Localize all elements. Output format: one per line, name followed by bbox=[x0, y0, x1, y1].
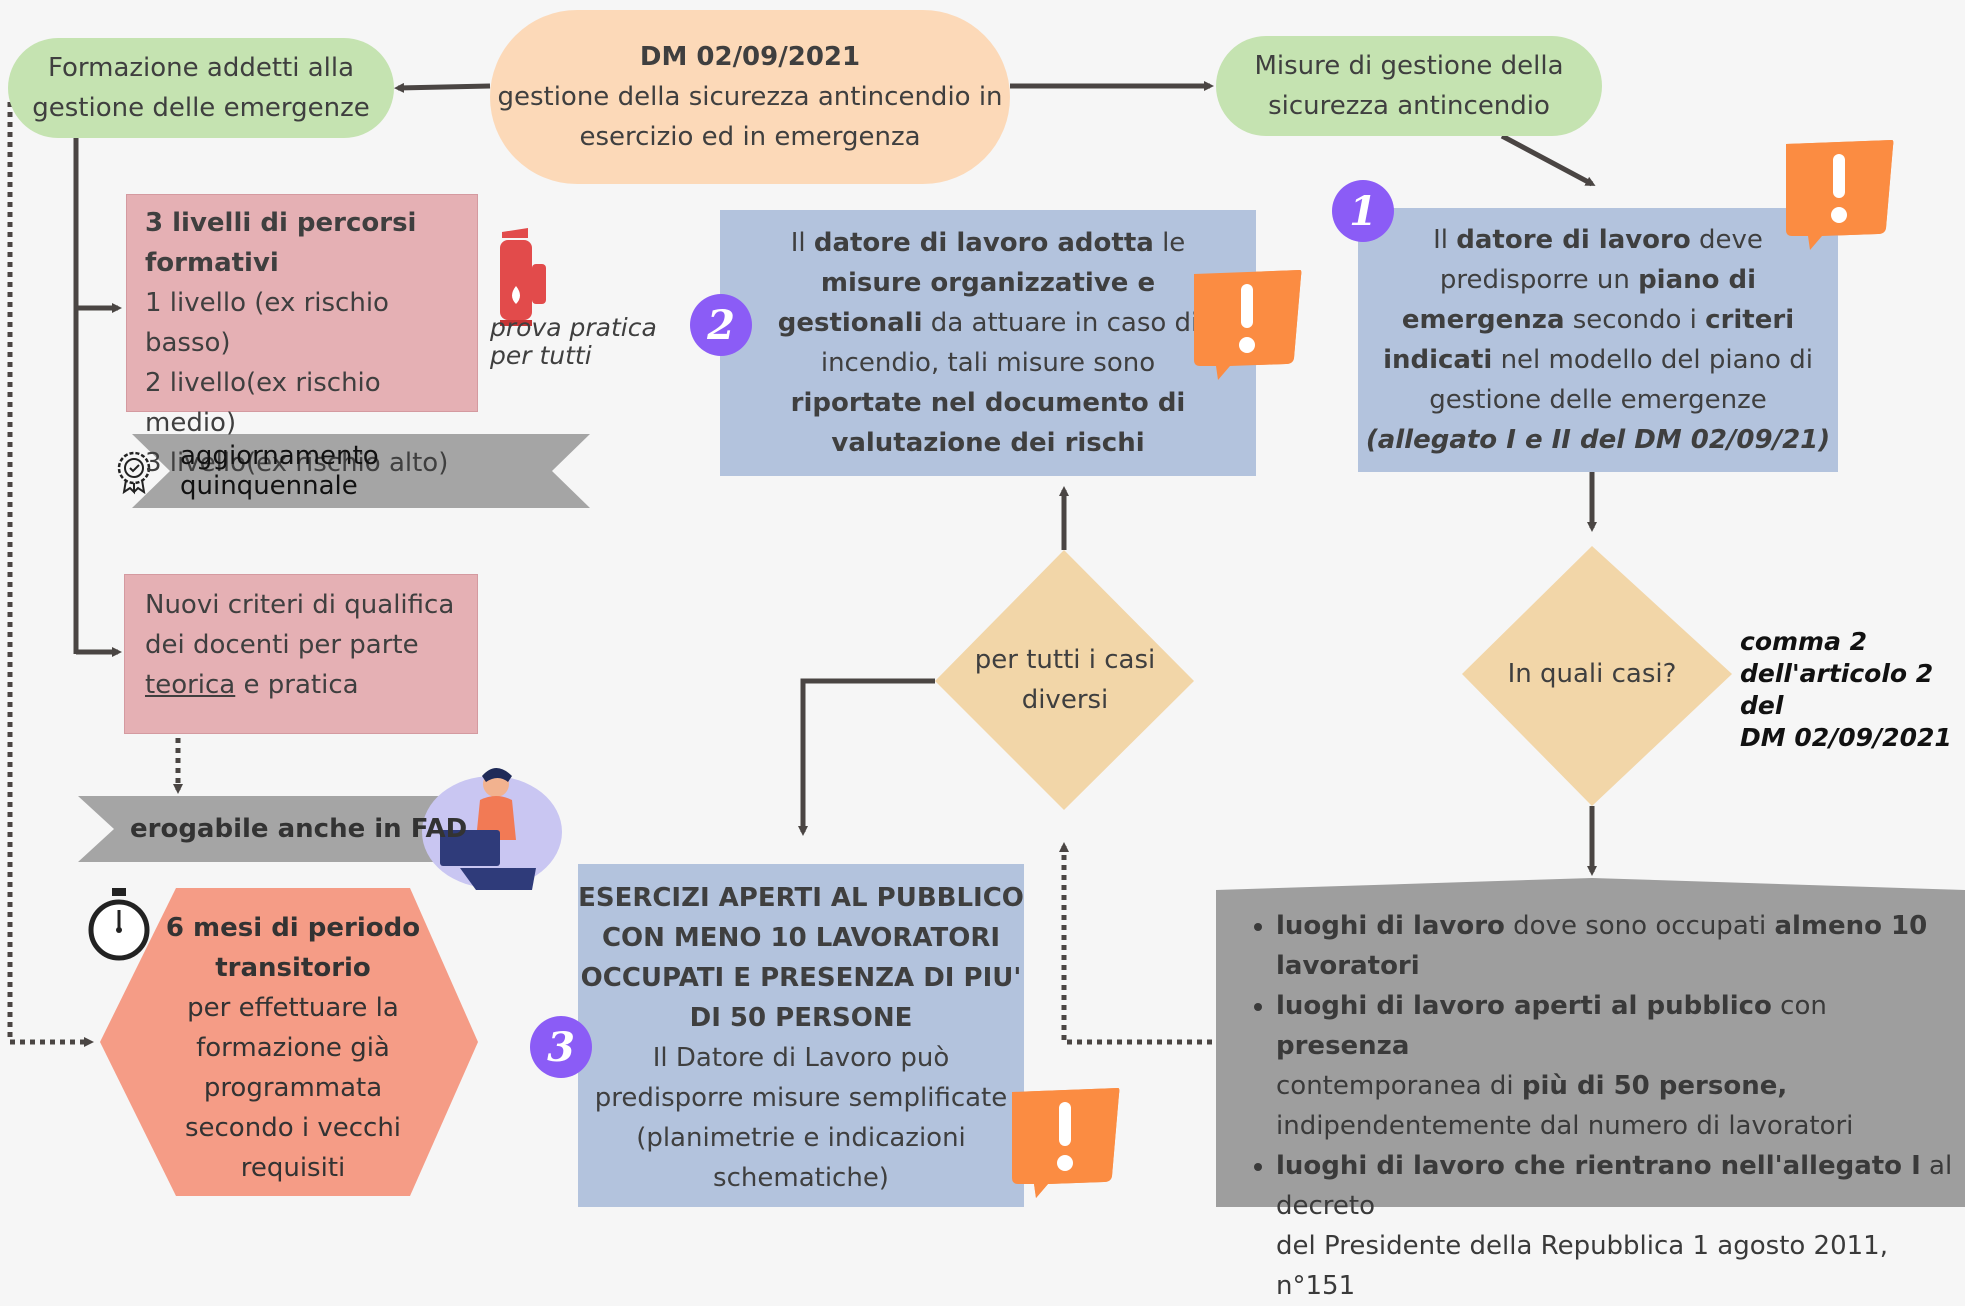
box3-line: predisporre misure semplificate bbox=[594, 1083, 1008, 1113]
box1-line6: (allegato I e II del DM 02/09/21) bbox=[1365, 425, 1831, 455]
measures-line2: sicurezza antincendio bbox=[1268, 91, 1550, 121]
transition-line: secondo i vecchi bbox=[184, 1113, 402, 1143]
box3-line: schematiche) bbox=[713, 1163, 889, 1193]
list-item: luoghi di lavoro che rientrano nell'alle… bbox=[1276, 1146, 1965, 1306]
decree-title: DM 02/09/2021 bbox=[639, 42, 861, 72]
box2-line1: Il datore di lavoro adotta le bbox=[790, 228, 1186, 258]
transition-bold1: 6 mesi di periodo bbox=[165, 913, 421, 943]
gray-box-shape bbox=[1216, 878, 1965, 1207]
box-emergency-plan: Il datore di lavoro deve predisporre un … bbox=[1358, 208, 1838, 472]
step-2-badge: 2 bbox=[690, 294, 752, 356]
box1-line5: gestione delle emergenze bbox=[1429, 385, 1767, 415]
fad-ribbon: erogabile anche in FAD bbox=[130, 796, 467, 862]
workplaces-list: luoghi di lavoro dove sono occupati alme… bbox=[1216, 906, 1965, 1306]
transition-line: programmata bbox=[203, 1073, 383, 1103]
box3-line: (planimetrie e indicazioni bbox=[636, 1123, 966, 1153]
levels-title2: formativi bbox=[145, 248, 279, 278]
diamond-center-shape bbox=[935, 550, 1194, 810]
certificate-icon bbox=[117, 451, 151, 495]
alert-icon bbox=[1012, 1088, 1120, 1198]
measures-line1: Misure di gestione della bbox=[1254, 51, 1564, 81]
teachers-line2: dei docenti per parte bbox=[145, 630, 419, 660]
transition-line: per effettuare la bbox=[187, 993, 399, 1023]
diamond-center-line1: per tutti i casi bbox=[974, 645, 1156, 675]
diamond-center-line2: diversi bbox=[1021, 685, 1109, 715]
teachers-line1: Nuovi criteri di qualifica bbox=[145, 590, 455, 620]
fad-ribbon-label: erogabile anche in FAD bbox=[130, 814, 468, 844]
box-simplified-measures: ESERCIZI APERTI AL PUBBLICO CON MENO 10 … bbox=[578, 864, 1024, 1207]
ribbon-fad-shape bbox=[78, 796, 500, 862]
box-organizational-measures: Il datore di lavoro adotta le misure org… bbox=[720, 210, 1256, 476]
diamond-right-shape bbox=[1462, 546, 1732, 806]
step-3-badge: 3 bbox=[530, 1016, 592, 1078]
level-item: 3 livello(ex rischio alto) bbox=[145, 448, 449, 478]
arrow-to-box1 bbox=[1500, 133, 1596, 187]
transition-bold2: transitorio bbox=[215, 953, 371, 983]
teachers-rest: e pratica bbox=[235, 670, 359, 700]
practical-note-line2: per tutti bbox=[490, 341, 592, 370]
box1-line3: emergenza secondo i criteri bbox=[1401, 305, 1795, 335]
workplaces-list-box: luoghi di lavoro dove sono occupati alme… bbox=[1216, 906, 1965, 1301]
comma-note-line1: comma 2 bbox=[1740, 627, 1868, 656]
update-ribbon-label: aggiornamento quinquennale bbox=[180, 441, 379, 501]
update-ribbon: aggiornamento quinquennale bbox=[180, 434, 560, 508]
comma-note-line3: DM 02/09/2021 bbox=[1740, 723, 1952, 752]
teachers-underlined: teorica bbox=[145, 670, 236, 700]
arrow-diamond-to-box3 bbox=[798, 678, 935, 836]
left-dotted-connector bbox=[7, 102, 94, 1047]
training-line2: gestione delle emergenze bbox=[32, 93, 370, 123]
box1-line1: Il datore di lavoro deve bbox=[1433, 225, 1763, 255]
ribbon-update-shape bbox=[132, 434, 590, 508]
teachers-line3: teorica e pratica bbox=[145, 665, 477, 705]
top-right-pill: Misure di gestione della sicurezza antin… bbox=[1216, 36, 1602, 136]
box3-bold-line: CON MENO 10 LAVORATORI bbox=[601, 923, 1001, 953]
diamond-center-label: per tutti i casi diversi bbox=[955, 630, 1175, 730]
levels-box: 3 livelli di percorsi formativi 1 livell… bbox=[126, 194, 478, 478]
top-center-pill: DM 02/09/2021 gestione della sicurezza a… bbox=[490, 10, 1010, 184]
step-1-badge: 1 bbox=[1332, 180, 1394, 242]
level-item: 2 livello(ex rischio medio) bbox=[145, 368, 381, 438]
box3-bold-line: OCCUPATI E PRESENZA DI PIU' bbox=[580, 963, 1022, 993]
box3-line: Il Datore di Lavoro può bbox=[652, 1043, 950, 1073]
box1-line4: indicati nel modello del piano di bbox=[1383, 345, 1813, 375]
transition-line: formazione già bbox=[196, 1033, 390, 1063]
levels-title1: 3 livelli di percorsi bbox=[145, 208, 417, 238]
training-line1: Formazione addetti alla bbox=[47, 53, 355, 83]
stopwatch-icon bbox=[88, 888, 150, 961]
box2-line3: gestionali da attuare in caso di bbox=[777, 308, 1199, 338]
box2-line2: misure organizzative e bbox=[820, 268, 1156, 298]
comma-note: comma 2 dell'articolo 2 del DM 02/09/202… bbox=[1740, 626, 1965, 754]
box2-line5: riportate nel documento di bbox=[790, 388, 1186, 418]
practical-test-note: prova pratica per tutti bbox=[490, 314, 657, 370]
teachers-box: Nuovi criteri di qualifica dei docenti p… bbox=[124, 574, 478, 734]
decree-subtitle-line2: esercizio ed in emergenza bbox=[579, 122, 921, 152]
practical-note-line1: prova pratica bbox=[490, 313, 657, 342]
fire-extinguisher-icon bbox=[500, 228, 546, 326]
hexagon-shape bbox=[100, 888, 478, 1196]
box3-bold-line: ESERCIZI APERTI AL PUBBLICO bbox=[578, 883, 1024, 913]
level-item: 1 livello (ex rischio basso) bbox=[145, 288, 389, 358]
person-laptop-illustration bbox=[422, 768, 562, 890]
list-item: luoghi di lavoro aperti al pubblico con … bbox=[1276, 986, 1965, 1146]
box3-bold-line: DI 50 PERSONE bbox=[689, 1003, 913, 1033]
box1-line2: predisporre un piano di bbox=[1439, 265, 1757, 295]
transition-line: requisiti bbox=[240, 1153, 346, 1183]
list-item: luoghi di lavoro dove sono occupati alme… bbox=[1276, 906, 1965, 986]
transition-text: 6 mesi di periodo transitorio per effett… bbox=[150, 908, 436, 1188]
arrow-to-left-pill bbox=[394, 82, 491, 93]
top-left-pill: Formazione addetti alla gestione delle e… bbox=[8, 38, 394, 138]
box2-line4: incendio, tali misure sono bbox=[820, 348, 1156, 378]
comma-note-line2: dell'articolo 2 del bbox=[1740, 659, 1934, 720]
decree-subtitle-line1: gestione della sicurezza antincendio in bbox=[497, 82, 1003, 112]
dotted-gray-to-diamond bbox=[1059, 842, 1212, 1045]
diamond-right-label: In quali casi? bbox=[1507, 659, 1677, 689]
box2-line6: valutazione dei rischi bbox=[831, 428, 1145, 458]
